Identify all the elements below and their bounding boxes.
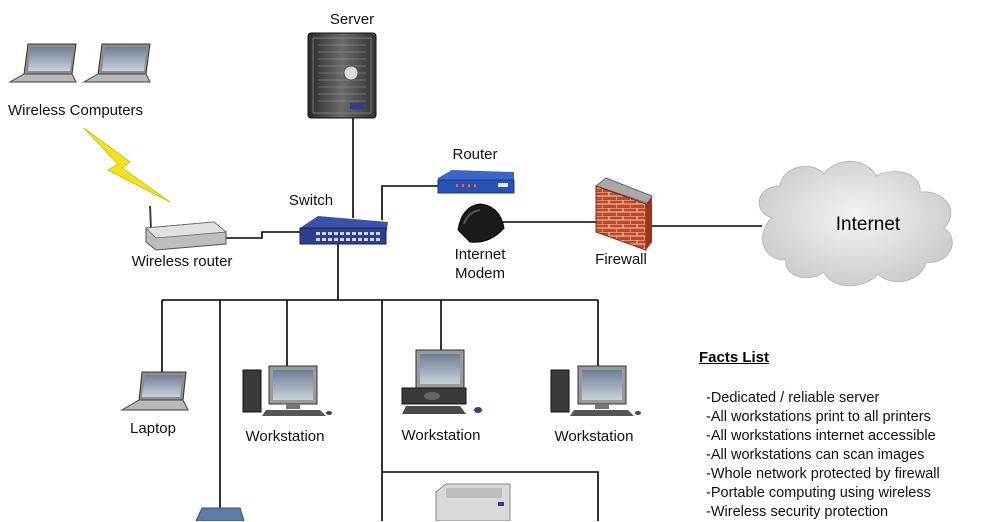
internet-cloud-icon <box>758 161 953 287</box>
printer-icon <box>435 483 511 521</box>
switch-label: Switch <box>288 192 334 209</box>
wireless-laptop-icon <box>8 43 77 83</box>
workstation-icon <box>242 365 332 416</box>
firewall-icon <box>594 177 653 251</box>
scanner-icon <box>195 507 245 521</box>
workstation-label-1: Workstation <box>245 428 325 445</box>
internet-label: Internet <box>835 214 901 235</box>
router-icon <box>437 170 515 194</box>
workstation-icon <box>550 365 641 416</box>
laptop-label: Laptop <box>130 420 176 437</box>
wireless-router-label: Wireless router <box>131 253 233 270</box>
facts-list-item: -Wireless security protection <box>706 504 889 520</box>
wireless-laptop-icon <box>82 43 151 83</box>
wireless-router-icon <box>145 205 228 251</box>
facts-list-item: -Whole network protected by firewall <box>706 466 940 482</box>
facts-list-item: -All workstations internet accessible <box>706 428 936 444</box>
workstation-icon <box>401 349 482 414</box>
facts-list-title: Facts List <box>699 349 770 366</box>
router-label: Router <box>452 146 498 163</box>
internet-modem-icon <box>457 203 505 243</box>
facts-list-item: -Portable computing using wireless <box>706 485 931 501</box>
wireless-signal-lightning-icon <box>83 127 171 203</box>
facts-list-item: -All workstations can scan images <box>706 447 925 463</box>
switch-icon <box>299 216 388 245</box>
workstation-label-2: Workstation <box>401 427 481 444</box>
facts-list: -Dedicated / reliable server -All workst… <box>706 389 940 522</box>
server-label: Server <box>329 11 375 28</box>
wireless-computers-label: Wireless Computers <box>8 102 144 119</box>
firewall-label: Firewall <box>595 251 647 268</box>
connection-lines <box>161 118 762 521</box>
laptop-icon <box>120 371 189 411</box>
internet-modem-label-line2: Modem <box>454 265 506 282</box>
server-icon <box>307 32 377 119</box>
facts-list-item: -All workstations print to all printers <box>706 409 931 425</box>
facts-list-item: -Dedicated / reliable server <box>706 390 880 406</box>
workstation-label-3: Workstation <box>554 428 634 445</box>
internet-modem-label-line1: Internet <box>454 246 506 263</box>
